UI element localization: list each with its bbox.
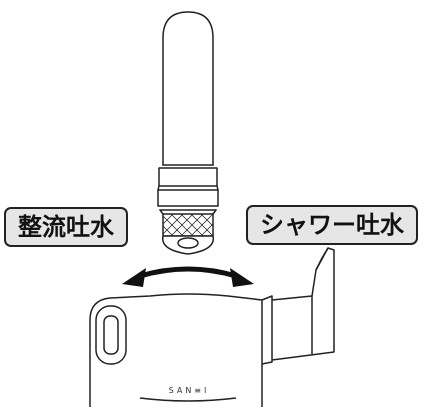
lever-grip [103, 315, 119, 355]
arrow-head-left [122, 268, 146, 287]
knurled-head [162, 213, 214, 237]
spout-collar-lower [157, 189, 219, 207]
label-shower-flow: シャワー吐水 [246, 205, 418, 245]
brand-logo: SAN≡I [168, 386, 210, 395]
spout-collar [158, 167, 218, 187]
label-straight-flow: 整流吐水 [4, 207, 128, 247]
spout-tube [162, 11, 214, 166]
side-housing [261, 295, 273, 365]
faucet-body [89, 293, 263, 407]
rotation-arrow [122, 266, 254, 287]
arrow-head-right [230, 268, 254, 287]
lever-handle [95, 305, 127, 365]
spray-outlet [177, 237, 199, 249]
knurl-hatching [162, 213, 214, 237]
